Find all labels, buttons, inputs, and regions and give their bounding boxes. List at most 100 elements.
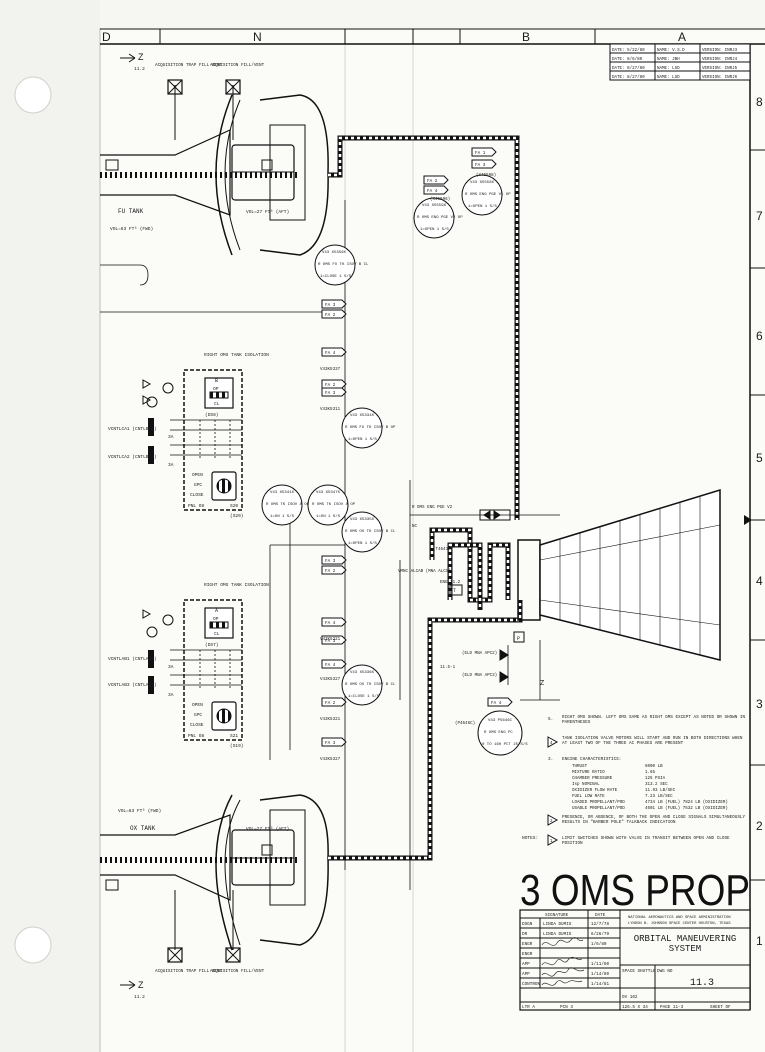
msid-ref: V43K5327 [320,758,341,762]
svg-text:R OMS OX TK ISOV B CL: R OMS OX TK ISOV B CL [345,530,396,534]
svg-text:V43 X5356X: V43 X5356X [322,251,347,255]
iso-lower-vcntl-2: VCNTLAB3 (CNTLAB2) [108,682,157,688]
ox-vent-fill: ACQUISITION FILL/VENT [210,969,265,974]
svg-text:FA 2: FA 2 [325,313,336,318]
iso-lower-amp-1: 3A [168,664,174,670]
valve-indicator: V43 X5335X R OMS OX TK ISOV B CL 1=OPEN … [341,511,396,553]
svg-text:FA 4: FA 4 [491,701,502,706]
rev-date: DATE: 8/27/80 [612,75,645,80]
iso-upper-close: CLOSE [190,492,204,498]
svg-text:1.65: 1.65 [645,771,656,775]
isolation-panel-upper: RIGHT OMS TANK ISOLATION B OP CL (DS8) V… [108,352,269,519]
fu-vol-fwd: VOL=63 FT³ (FWD) [110,226,153,232]
fu-zone-ref: 11.2 [134,66,145,72]
iso-upper-open: OPEN [192,472,203,478]
iso-upper-vcntl-1: VCNTLCA1 (CNTLBC1) [108,426,157,432]
svg-text:1=OPEN 1 S/S: 1=OPEN 1 S/S [348,437,377,442]
svg-text:1=ON 1 S/S: 1=ON 1 S/S [270,514,295,519]
svg-text:APP: APP [522,962,530,967]
fa-flag: FA 2 [321,697,347,707]
rev-name: NAME: LSD [657,76,680,80]
svg-text:FA 3: FA 3 [325,391,336,396]
fa-flag: FA 3 [321,387,347,397]
grid-number-3: 3 [756,697,763,711]
iso-upper-vcntl-2: VCNTLCA2 (CNTLBC2) [108,454,157,460]
svg-text:R OMS FU TK ISOV B CL: R OMS FU TK ISOV B CL [318,263,369,267]
svg-text:FA 4: FA 4 [325,621,336,626]
notes-block: NOTES: 5. RIGHT OMS SHOWN. LEFT OMS SAME… [522,715,745,846]
svg-text:126.5 X 34: 126.5 X 34 [622,1005,648,1010]
svg-text:FUEL LOW RATE: FUEL LOW RATE [572,795,605,799]
svg-text:APP: APP [522,972,530,977]
svg-text:SHEET OF: SHEET OF [710,1005,731,1010]
note-number: 2. [550,819,555,824]
engine-p: P [517,636,520,642]
iso-upper-switch: S20 [230,503,238,509]
rev-date: DATE: 8/27/80 [612,66,645,71]
svg-text:LOADED PROPELLANT/POD: LOADED PROPELLANT/POD [572,800,625,805]
binder-hole [14,926,52,964]
svg-text:FA 2: FA 2 [325,383,336,388]
svg-text:CONTRON: CONTRON [522,982,540,987]
svg-text:R OMS ENG PC: R OMS ENG PC [484,731,513,735]
system-title: ORBITAL MANEUVERING SYSTEM [633,934,737,954]
valve-indicator: V43 X5334X R OMS FU TK ISOV B OP 1=OPEN … [341,407,396,449]
svg-text:1/14/80: 1/14/80 [591,972,609,977]
grid-number-1: 1 [756,934,763,948]
svg-text:1=OPEN 1 S/S: 1=OPEN 1 S/S [468,204,497,209]
center-arrow-icon [744,515,752,525]
ox-zone-ref: 11.2 [134,994,145,1000]
ox-tank [100,794,329,990]
msid-ref: V43K5327 [320,678,341,682]
fa-flag: FA 3 [321,299,347,309]
svg-text:12/7/78: 12/7/78 [591,922,609,927]
oms-engine [449,488,721,685]
revision-table: DATE: 5/22/80 NAME: V.S.D VERSION: INRJ3… [609,43,751,81]
svg-text:7.23 LB/SEC: 7.23 LB/SEC [645,794,673,799]
svg-text:6000 LB: 6000 LB [645,765,663,769]
rev-version: VERSION: INRJ5 [702,67,738,71]
ox-tank-label: OX TANK [130,825,156,832]
iso-lower-vcntl-1: VCNTLAB1 (CNTLAB1) [108,656,157,662]
svg-text:NATIONAL AERONAUTICS AND SPACE: NATIONAL AERONAUTICS AND SPACE ADMINISTR… [628,916,731,920]
grid-letter-d: D [102,30,111,44]
valve-indicator: V43 X5336X R OMS OX TK ISOV B CL 1=CLOSE… [341,664,396,706]
fa-flag: FA 2 [423,175,449,185]
iso-lower-panel: PNL O8 [188,733,205,739]
iso-upper-gpc: GPC [194,482,202,488]
msid-ref: (P4646C) [455,721,475,726]
dwg-number: 11.3 [690,978,714,989]
ox-vent-trap: ACQUISITION TRAP FILL VENT [155,969,222,974]
handwritten-signature [541,937,585,986]
iso-upper-amp-2: 3A [168,462,174,468]
ox-vol-aft: VOL=27 FT³ (AFT) [246,826,289,832]
svg-text:6/26/79: 6/26/79 [591,932,609,937]
iso-lower-op: OP [213,616,219,622]
fa-flag: FA 4 [321,347,347,357]
svg-text:1=OPEN 1 S/S: 1=OPEN 1 S/S [420,227,449,232]
svg-text:1/11/80: 1/11/80 [591,962,609,967]
engine-apc-1: (ELD MNA APC2) [462,651,497,656]
msid-ref: V43K5321 [320,718,341,722]
iso-upper-ref: (S20) [230,513,244,519]
rev-version: VERSION: INRJ6 [702,76,738,80]
engine-apc-2: (ELD MNA APC3) [462,673,497,678]
valve-indicator: V43 X5558X R OMS ENG PGE V1 OP 1=OPEN 1 … [461,174,511,216]
svg-text:SPACE SHUTTLE: SPACE SHUTTLE [622,969,656,974]
iso-lower-designator: A [215,608,218,614]
svg-text:4734 LB (FUEL) 7824 LB (OXIDIZ: 4734 LB (FUEL) 7824 LB (OXIDIZER) [645,800,728,805]
fa-flag: FA 4 [423,185,449,195]
engine-purge-label: R OMS ENG PGE V2 [412,506,453,510]
rev-name: NAME: LSD [657,67,680,71]
note-number: 1. [550,839,555,844]
iso-lower-gpc: GPC [194,712,202,718]
msid-ref: V43K5311 [320,408,341,412]
svg-text:PCN 3: PCN 3 [560,1005,573,1010]
svg-text:V43 X5335X: V43 X5335X [350,518,375,522]
fa-label-group: FA 1 FA 3 FA 2 FA 4 FA 3 FA 2 FA 4 FA 2 … [321,147,513,747]
svg-text:LTR A: LTR A [522,1005,535,1010]
fu-tank [100,53,329,256]
fa-flag: FA 3 [321,737,347,747]
wiring [100,200,560,890]
note-text: TANK ISOLATION VALVE MOTORS WILL START A… [562,736,743,746]
